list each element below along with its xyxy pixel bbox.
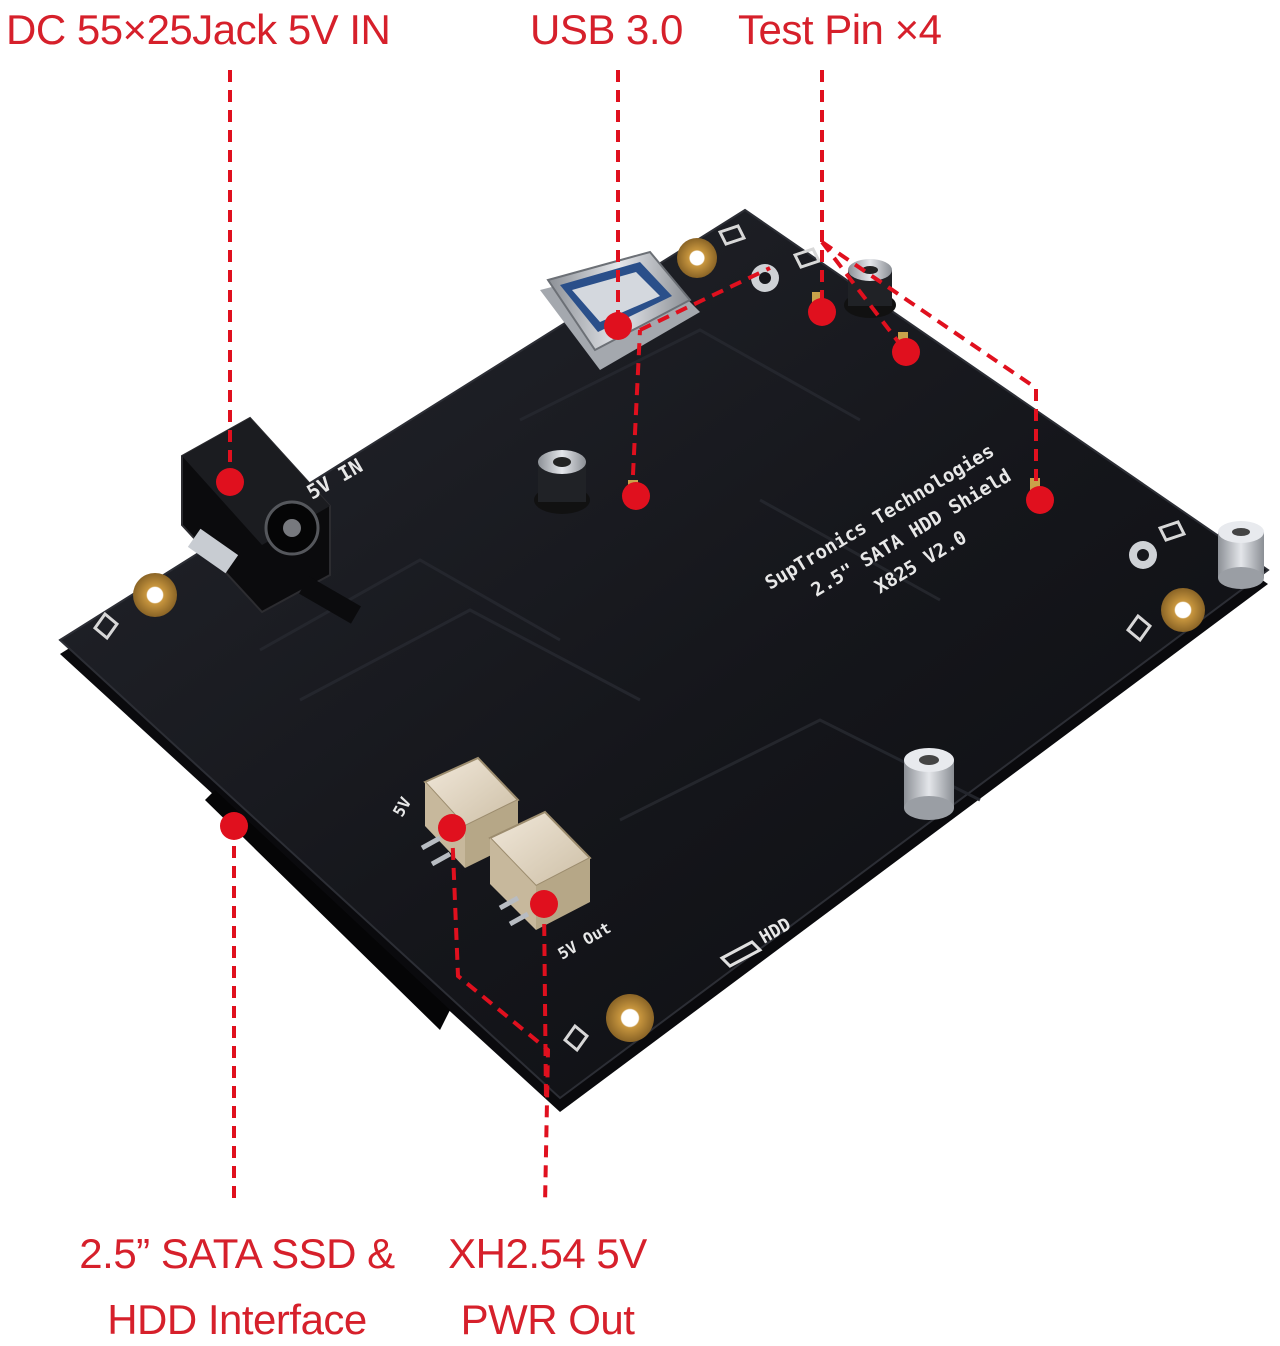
callout-sata: 2.5” SATA SSD & HDD Interface (52, 1230, 422, 1345)
dc-jack (181, 416, 361, 624)
callout-usb: USB 3.0 (530, 6, 683, 53)
marker-usb (604, 312, 632, 340)
marker-dc-jack (216, 468, 244, 496)
callout-xh-line1: XH2.54 5V (448, 1230, 647, 1277)
mounting-holes (133, 238, 1205, 1042)
callout-xh-line2: PWR Out (460, 1296, 635, 1344)
standoffs (534, 259, 1264, 820)
marker-xh-5v (438, 814, 466, 842)
callout-xh-power: XH2.54 5V PWR Out (440, 1230, 655, 1345)
marker-xh-5v-out (530, 890, 558, 918)
screw-icons (92, 224, 1187, 1053)
callout-markers (216, 298, 1054, 918)
callout-sata-line1: 2.5” SATA SSD & (79, 1230, 395, 1277)
hdd-icon (719, 940, 763, 968)
callout-test-pin: Test Pin ×4 (738, 6, 942, 53)
pcb-board (58, 208, 1270, 1112)
marker-test-pin-2 (892, 338, 920, 366)
marker-test-pin-3 (622, 482, 650, 510)
marker-test-pin-4 (1026, 486, 1054, 514)
callout-leaders (228, 70, 1038, 1206)
marker-test-pin-1 (808, 298, 836, 326)
marker-sata (220, 812, 248, 840)
callout-dc-jack: DC 55×25Jack 5V IN (6, 6, 391, 53)
callout-sata-line2: HDD Interface (107, 1296, 367, 1344)
